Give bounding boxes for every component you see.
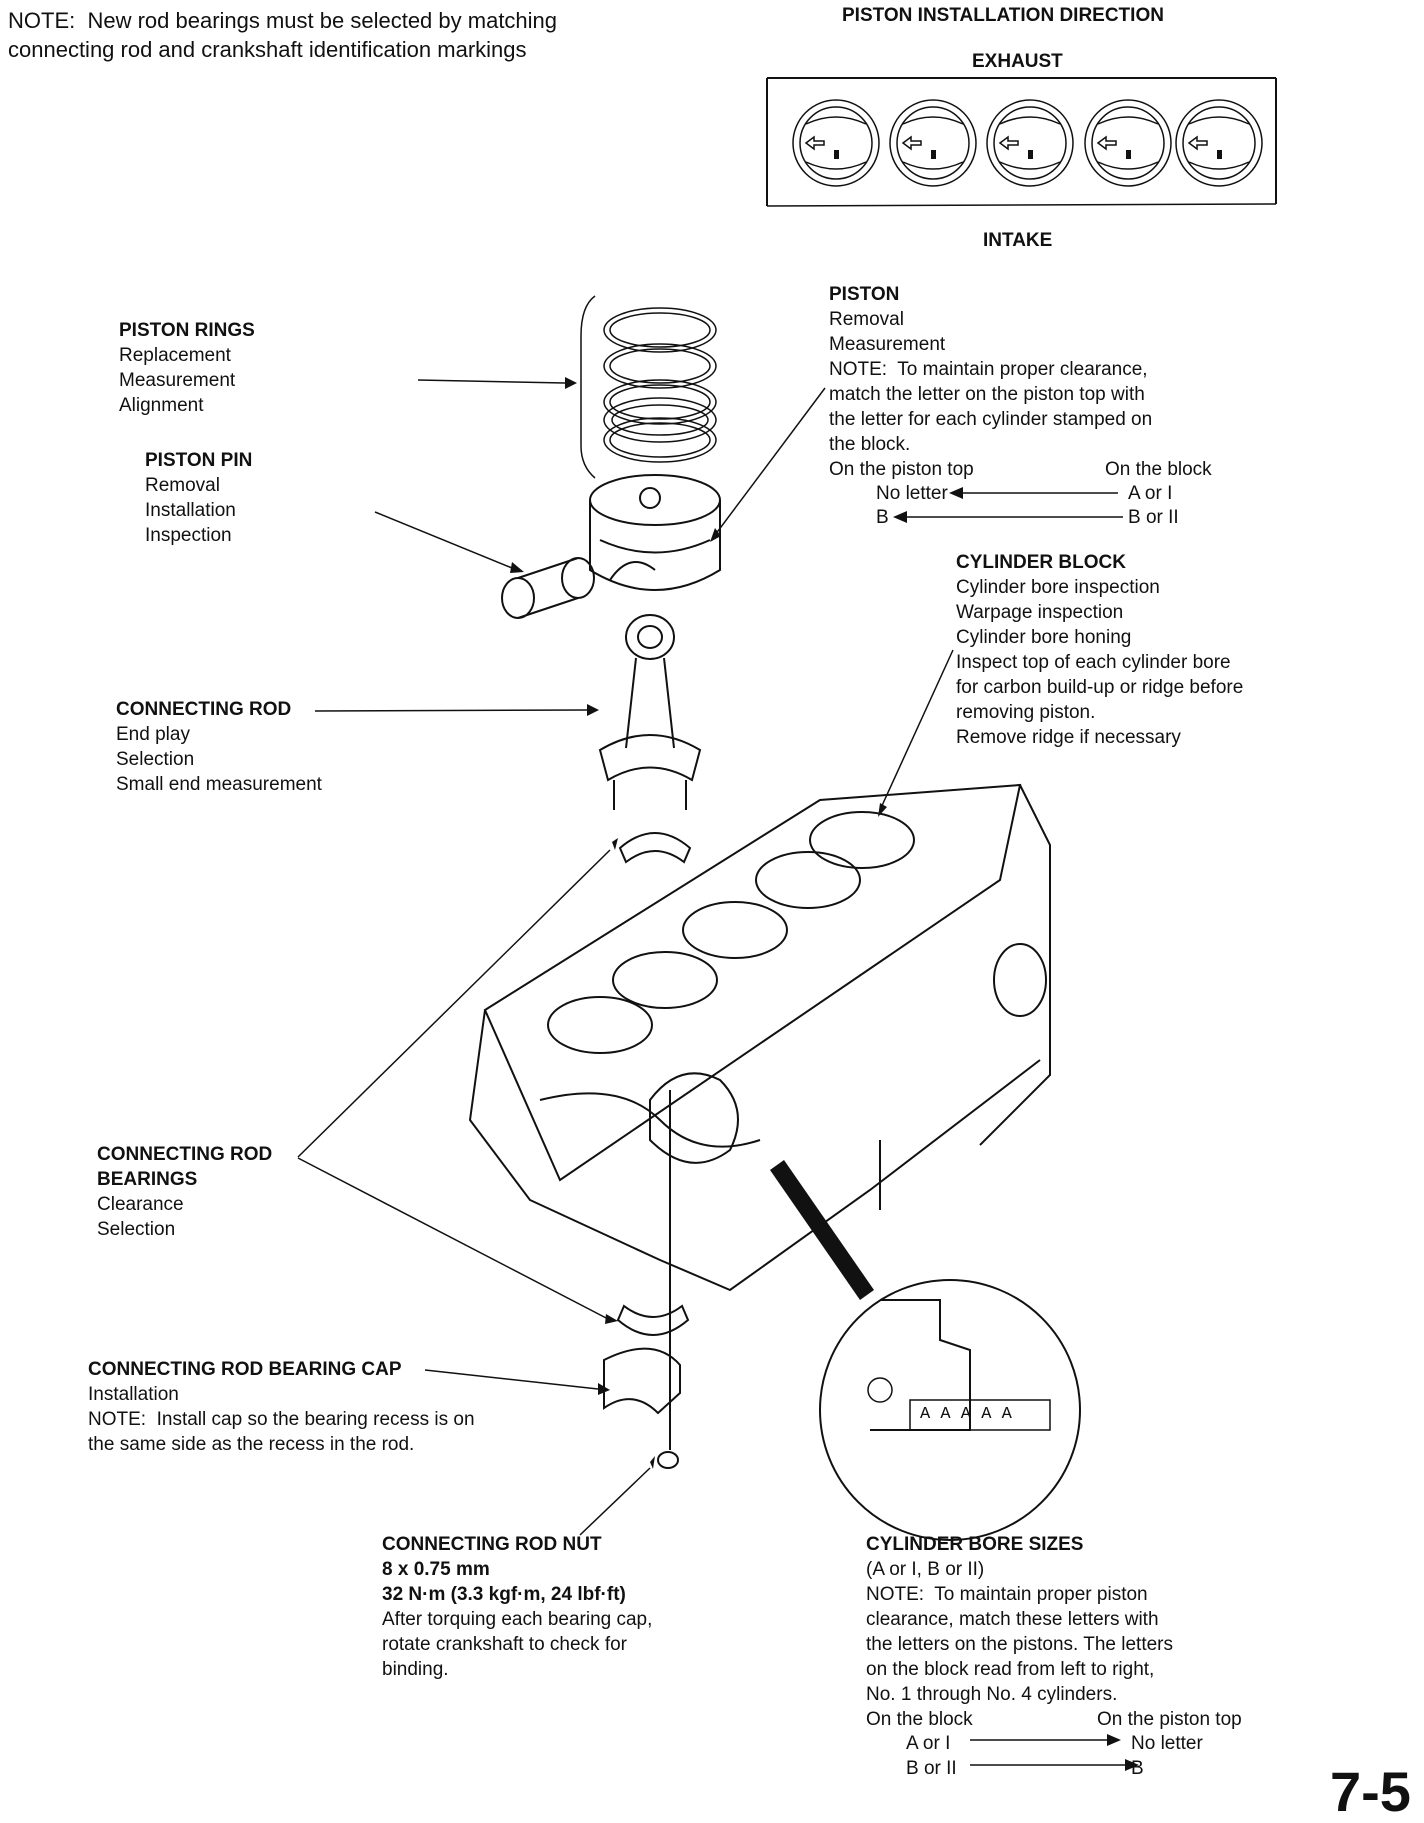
connecting-rod-item: End play [116,724,190,745]
top-note-line2: connecting rod and crankshaft identifica… [8,37,527,62]
cylinder-block-item: Remove ridge if necessary [956,727,1181,748]
rod-bearings-title: CONNECTING ROD [97,1144,273,1165]
rod-bearings-item: Selection [97,1219,176,1240]
rod-bearings-item: Clearance [97,1194,184,1215]
piston-row-right: A or I [1128,483,1173,504]
cylinder-block-item: Warpage inspection [956,602,1124,623]
piston-pin-title: PISTON PIN [145,450,253,471]
piston-note: the block. [829,434,911,455]
install-direction-title: PISTON INSTALLATION DIRECTION [842,5,1164,26]
piston-item: Measurement [829,334,946,355]
detail-magnifier [770,1160,1081,1541]
bearing-cap-item: Installation [88,1384,179,1405]
bore-sizes-note: the letters on the pistons. The letters [866,1634,1173,1655]
cylinder-block-item: Cylinder bore honing [956,627,1132,648]
top-note-line1: NOTE: New rod bearings must be selected … [8,8,558,33]
bore-stamp: A A A A A [920,1405,1012,1424]
connecting-rod-item: Small end measurement [116,774,322,795]
rod-nut-spec2: 32 N·m (3.3 kgf·m, 24 lbf·ft) [382,1584,626,1605]
rod-nut-item: binding. [382,1659,449,1680]
piston-item: Removal [829,309,904,330]
piston-rings-item: Measurement [119,370,236,391]
piston-pin-item: Installation [145,500,236,521]
bearing-cap-note: NOTE: Install cap so the bearing recess … [88,1409,475,1430]
rod-nut-title: CONNECTING ROD NUT [382,1534,602,1555]
leader-lines [297,379,1125,1766]
bearing-cap-drawing [603,1090,681,1450]
upper-bearing-drawing [618,832,692,864]
arrowheads [510,377,1139,1771]
piston-direction-box [766,77,1277,207]
piston-pin-item: Removal [145,475,220,496]
page-number: 7-5 [1330,1760,1411,1823]
piston-rings-item: Replacement [119,345,231,366]
piston-row-right: B or II [1128,507,1179,528]
piston-pin-item: Inspection [145,525,232,546]
connecting-rod-title: CONNECTING ROD [116,699,292,720]
bore-row-left: A or I [906,1733,951,1754]
bore-col-right: On the piston top [1097,1709,1242,1730]
bore-row-right: No letter [1131,1733,1203,1754]
bore-row-left: B or II [906,1758,957,1779]
exhaust-label: EXHAUST [972,51,1063,72]
piston-note: the letter for each cylinder stamped on [829,409,1153,430]
bore-sizes-note: No. 1 through No. 4 cylinders. [866,1684,1118,1705]
cylinder-block-title: CYLINDER BLOCK [956,552,1126,573]
piston-col-left: On the piston top [829,459,974,480]
piston-row-left: No letter [876,483,948,504]
bearing-cap-title: CONNECTING ROD BEARING CAP [88,1359,402,1380]
cylinder-block-item: Inspect top of each cylinder bore [956,652,1231,673]
piston-rings-title: PISTON RINGS [119,320,255,341]
cylinder-block-item: removing piston. [956,702,1096,723]
connecting-rod-item: Selection [116,749,195,770]
bore-sizes-note: NOTE: To maintain proper piston [866,1584,1148,1605]
cylinder-block-item: Cylinder bore inspection [956,577,1160,598]
bore-sizes-note: clearance, match these letters with [866,1609,1159,1630]
rod-nut-drawing [657,1451,679,1469]
bore-sizes-sub: (A or I, B or II) [866,1559,985,1580]
rod-nut-item: rotate crankshaft to check for [382,1634,628,1655]
piston-pin-drawing [501,557,595,619]
piston-title: PISTON [829,284,900,305]
bearing-cap-note: the same side as the recess in the rod. [88,1434,415,1455]
cylinder-block-drawing [468,783,1051,1292]
bore-sizes-title: CYLINDER BORE SIZES [866,1534,1084,1555]
connecting-rod-drawing [598,614,702,810]
piston-note: match the letter on the piston top with [829,384,1145,405]
bore-row-right: B [1131,1758,1144,1779]
cylinder-block-item: for carbon build-up or ridge before [956,677,1244,698]
piston-rings-drawing [580,295,717,479]
bore-col-left: On the block [866,1709,973,1730]
lower-bearing-drawing [616,1304,690,1336]
piston-row-left: B [876,507,889,528]
rod-nut-item: After torquing each bearing cap, [382,1609,653,1630]
rod-nut-spec1: 8 x 0.75 mm [382,1559,490,1580]
piston-drawing [589,474,721,591]
bore-sizes-note: on the block read from left to right, [866,1659,1155,1680]
intake-label: INTAKE [983,230,1053,251]
piston-note: NOTE: To maintain proper clearance, [829,359,1148,380]
piston-col-right: On the block [1105,459,1212,480]
piston-rings-item: Alignment [119,395,204,416]
rod-bearings-title2: BEARINGS [97,1169,198,1190]
